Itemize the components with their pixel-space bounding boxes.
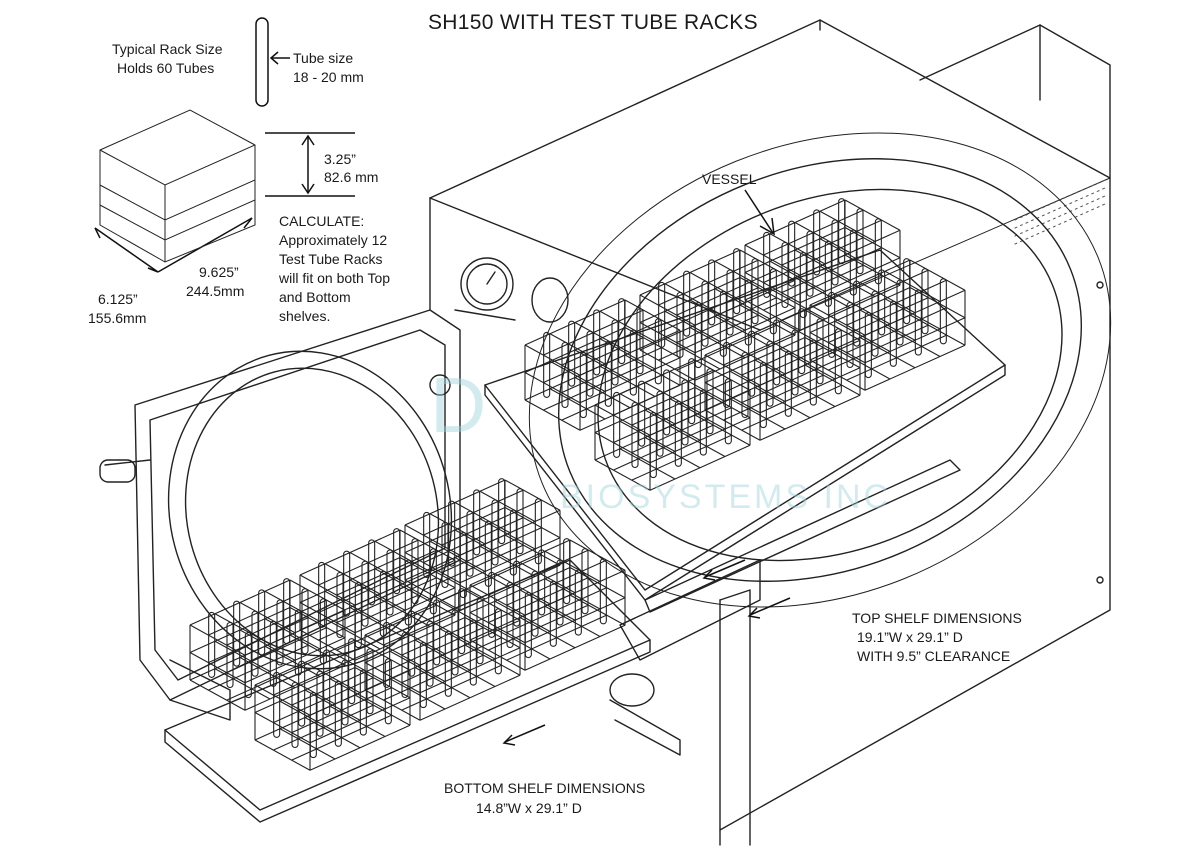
bottom-shelf-rack (254, 638, 411, 771)
bottom-shelf-rack (469, 538, 626, 671)
bottom-shelf-rack (189, 578, 346, 711)
vessel-opening (528, 132, 1112, 608)
calculate-line-3: will fit on both Top (279, 270, 391, 286)
bottom-shelf-rack (364, 588, 521, 721)
top-shelf (484, 249, 1006, 613)
rack-width-mm: 244.5mm (186, 283, 245, 299)
top-shelf-rack (744, 198, 901, 331)
autoclave-door (99, 309, 461, 721)
rack-height-mm: 82.6 mm (324, 169, 379, 185)
dimension-lines (94, 17, 791, 746)
calculate-line-2: Test Tube Racks (279, 251, 383, 267)
calculate-line-4: and Bottom (279, 289, 351, 305)
top-shelf-rack (524, 298, 681, 431)
tube-racks (189, 198, 966, 771)
bottom-shelf-line2: 14.8”W x 29.1” D (476, 800, 582, 816)
autoclave-body (429, 19, 1111, 846)
top-shelf-rack (704, 308, 861, 441)
top-shelf-line1: TOP SHELF DIMENSIONS (852, 610, 1022, 626)
bottom-shelf-line1: BOTTOM SHELF DIMENSIONS (444, 780, 646, 796)
tube-size-line2: 18 - 20 mm (293, 69, 364, 85)
bottom-shelf-rack (299, 528, 456, 661)
calculate-line-5: shelves. (279, 308, 331, 324)
vessel-label: VESSEL (702, 171, 757, 187)
rack-depth-mm: 155.6mm (88, 310, 147, 326)
top-shelf-rack (809, 258, 966, 391)
pressure-gauge (454, 257, 516, 321)
calculate-heading: CALCULATE: (279, 213, 365, 229)
top-shelf-rack (639, 248, 796, 381)
rack-height-in: 3.25” (324, 151, 356, 167)
tube-size-line1: Tube size (293, 50, 354, 66)
top-shelf-line2: 19.1”W x 29.1” D (857, 629, 963, 645)
rack-width-in: 9.625” (199, 264, 239, 280)
diagram-title: SH150 WITH TEST TUBE RACKS (428, 11, 758, 34)
bottom-shelf (164, 559, 761, 823)
bottom-shelf-rack (404, 478, 561, 611)
rack-depth-in: 6.125” (98, 291, 138, 307)
top-shelf-line3: WITH 9.5” CLEARANCE (857, 648, 1011, 664)
rack-size-line1: Typical Rack Size (112, 41, 223, 57)
calculate-line-1: Approximately 12 (279, 232, 388, 248)
rack-size-line2: Holds 60 Tubes (117, 60, 215, 76)
